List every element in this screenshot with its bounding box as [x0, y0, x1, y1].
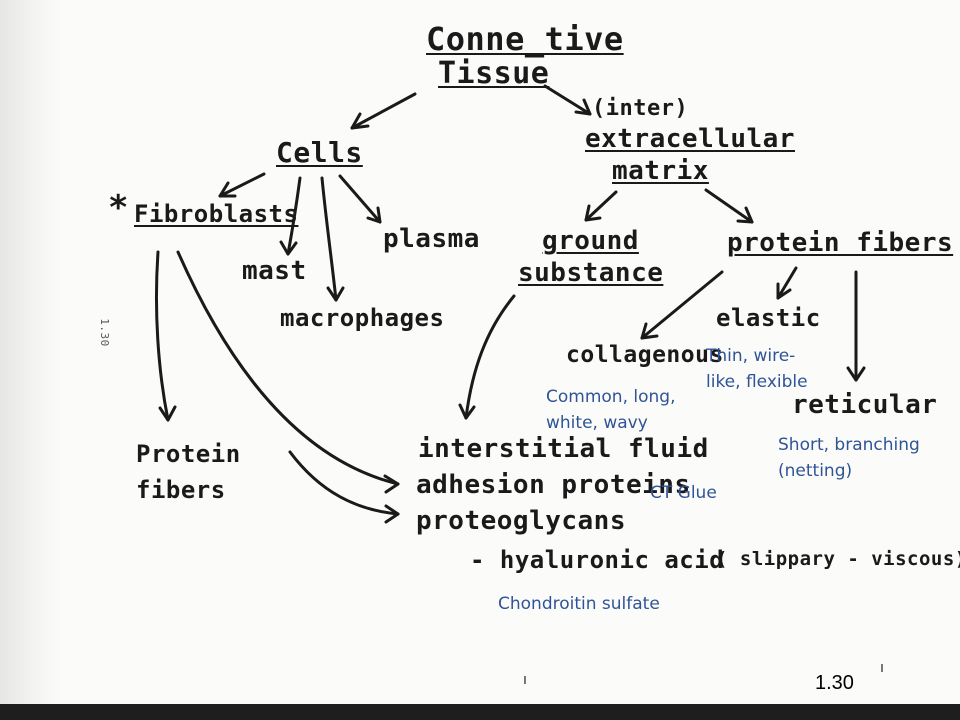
label-collagenous: collagenous — [566, 342, 724, 368]
arrow-tissue-to-cells — [350, 92, 417, 130]
label-cells: Cells — [276, 136, 363, 169]
note-thin-line-1: Thin, wire- — [706, 346, 796, 366]
arrow-cells-to-plasma — [338, 174, 382, 224]
label-interstitial-fluid: interstitial fluid — [418, 434, 709, 464]
arrow-fibroblasts-to-adhesion — [176, 250, 400, 486]
label-elastic: elastic — [716, 304, 821, 332]
note-short-branching: Short, branching (netting) — [778, 432, 920, 484]
label-protein-fibers: protein fibers — [727, 228, 954, 258]
scan-speck — [524, 676, 526, 684]
label-slippery-viscous: ( slippary - viscous) — [716, 548, 960, 570]
arrow-cells-to-mast — [286, 176, 302, 256]
star-mark: * — [108, 188, 129, 228]
arrow-cells-to-macrophages — [320, 176, 338, 302]
note-ct-glue: CT Glue — [650, 483, 717, 503]
paper-edge — [0, 0, 60, 704]
note-thin-line-2: like, flexible — [706, 372, 808, 392]
label-substance: substance — [518, 258, 664, 288]
slide: Conne_tive Tissue (inter) extracellular … — [0, 0, 960, 704]
note-thin-wire: Thin, wire- like, flexible — [706, 343, 808, 395]
scan-speck — [881, 664, 883, 672]
note-common-long: Common, long, white, wavy — [546, 384, 675, 436]
arrow-tissue-to-ecm — [543, 84, 592, 116]
arrow-fibroblasts-to-protein-fibers — [154, 250, 170, 422]
label-inter: (inter) — [592, 96, 689, 121]
arrow-matrix-to-protein-fibers — [704, 188, 754, 224]
diagram-arrows — [154, 84, 866, 524]
label-fibers-left: fibers — [136, 476, 226, 504]
note-short-line-1: Short, branching — [778, 435, 920, 455]
title-connective: Conne_tive — [426, 20, 624, 58]
label-adhesion-proteins: adhesion proteins — [416, 470, 691, 500]
note-chondroitin: Chondroitin sulfate — [498, 594, 660, 614]
page-number: 1.30 — [815, 672, 854, 694]
arrow-fibers-to-collagenous — [640, 270, 724, 340]
label-protein-left: Protein — [136, 440, 241, 468]
note-short-line-2: (netting) — [778, 461, 853, 481]
arrow-fibroblasts-to-proteoglycans — [288, 450, 400, 516]
title-tissue: Tissue — [438, 56, 550, 91]
arrow-matrix-to-ground — [584, 190, 618, 222]
label-matrix: matrix — [612, 156, 709, 186]
bottom-bar — [0, 704, 960, 720]
arrow-cells-to-fibroblasts — [218, 172, 266, 198]
note-common-line-2: white, wavy — [546, 413, 648, 433]
label-fibroblasts: Fibroblasts — [134, 200, 299, 228]
label-macrophages: macrophages — [280, 304, 445, 332]
note-common-line-1: Common, long, — [546, 387, 676, 407]
label-reticular: reticular — [792, 390, 938, 420]
label-mast: mast — [242, 256, 307, 286]
label-extracellular: extracellular — [585, 124, 795, 154]
arrow-ground-to-interstitial — [464, 294, 516, 420]
label-plasma: plasma — [383, 224, 480, 254]
label-ground: ground — [542, 226, 639, 256]
label-hyaluronic-acid: - hyaluronic acid — [470, 546, 725, 574]
arrow-fibers-to-elastic — [776, 266, 798, 300]
label-proteoglycans: proteoglycans — [416, 506, 626, 536]
